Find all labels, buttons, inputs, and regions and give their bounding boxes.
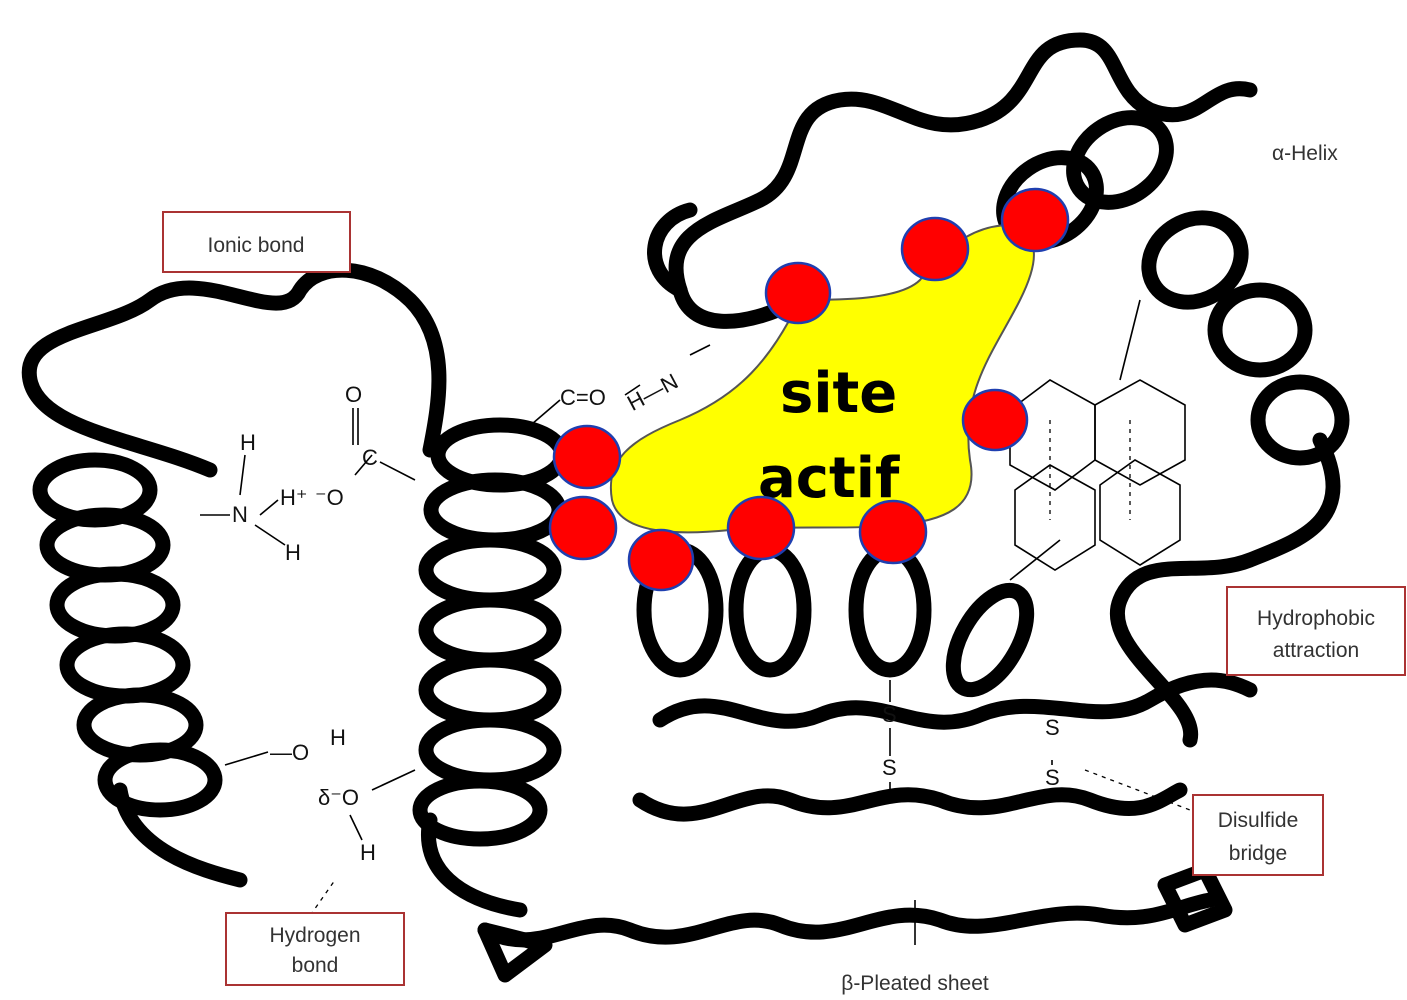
- ionic-bond-text: Ionic bond: [208, 234, 305, 257]
- beta-strand-bottom: [477, 892, 1218, 948]
- label-disulfide: Disulfide bridge: [1192, 794, 1324, 876]
- sulfur-1: S: [882, 702, 897, 727]
- left-tail: [112, 782, 248, 888]
- residue-8: [726, 495, 796, 561]
- residue-6: [548, 495, 618, 561]
- label-alpha-helix: α-Helix: [1272, 142, 1338, 165]
- residue-4: [961, 388, 1029, 452]
- carbonyl-amide-chemistry: C=O H—N: [524, 344, 711, 431]
- right-lower-chain: [1110, 432, 1341, 748]
- ionic-bond-chemistry: H N H H⁺ ⁻O C O: [200, 382, 416, 565]
- active-site-label-line2: actif: [758, 446, 900, 511]
- ionic-o-minus: ⁻O: [315, 485, 344, 510]
- top-left-loop: [647, 202, 698, 298]
- active-site-region: [609, 223, 1035, 534]
- residue-3: [1000, 187, 1070, 253]
- hydrogen-bond-chemistry: —O H δ⁻O H: [224, 725, 416, 931]
- disulfide-text-line1: Disulfide: [1218, 809, 1299, 832]
- hbond-h: H: [330, 725, 346, 750]
- left-helix-coils: [32, 452, 223, 818]
- active-site: site actif: [548, 187, 1070, 592]
- sulfur-4: S: [1045, 765, 1060, 790]
- carbonyl-group: C=O: [560, 385, 606, 410]
- residue-7: [627, 528, 695, 592]
- ionic-h-plus: H⁺: [280, 485, 308, 510]
- residue-1: [764, 261, 832, 325]
- ionic-o-top: O: [345, 382, 362, 407]
- label-hydrogen-bond: Hydrogen bond: [225, 912, 405, 986]
- hydrogen-text-line2: bond: [292, 954, 339, 977]
- sulfur-2: S: [882, 755, 897, 780]
- label-beta-sheet: β-Pleated sheet: [841, 972, 989, 995]
- polypeptide-chain: [21, 32, 1350, 983]
- second-helix-lower-chain: [421, 812, 528, 918]
- ionic-h-bottom: H: [285, 540, 301, 565]
- top-loop: [668, 32, 1258, 329]
- active-site-residues: [548, 187, 1070, 592]
- residue-5: [552, 424, 622, 490]
- residue-9: [858, 499, 928, 565]
- hydrophobic-text-line2: attraction: [1273, 639, 1359, 662]
- disulfide-chemistry: S S S S: [882, 680, 1191, 945]
- label-ionic-bond: Ionic bond: [162, 211, 351, 273]
- beta-sheet-text: β-Pleated sheet: [841, 972, 989, 995]
- hydrogen-text-line1: Hydrogen: [269, 924, 360, 947]
- beta-strand-end-right: [1157, 862, 1233, 933]
- sulfur-3: S: [1045, 715, 1060, 740]
- label-hydrophobic: Hydrophobic attraction: [1226, 586, 1406, 676]
- beta-strand-middle: [632, 782, 1188, 822]
- ionic-n: N: [232, 502, 248, 527]
- hbond-delta-o: δ⁻O: [318, 785, 359, 810]
- ionic-h-top: H: [240, 430, 256, 455]
- beta-strand-end-left: [477, 922, 553, 983]
- hbond-h2: H: [360, 840, 376, 865]
- second-helix-coils: [412, 417, 570, 847]
- hydrophobic-text-line1: Hydrophobic: [1257, 607, 1375, 630]
- hbond-o: —O: [270, 740, 309, 765]
- residue-2: [900, 216, 970, 282]
- amide-group: H—N: [623, 368, 682, 415]
- hydrophobic-rings: [1009, 299, 1186, 581]
- alpha-helix-text: α-Helix: [1272, 142, 1338, 165]
- right-helix-coils: [996, 110, 1350, 466]
- central-coils: [636, 542, 1035, 698]
- active-site-label-line1: site: [780, 361, 897, 426]
- left-helix-top-loop: [21, 262, 447, 478]
- disulfide-text-line2: bridge: [1229, 842, 1287, 865]
